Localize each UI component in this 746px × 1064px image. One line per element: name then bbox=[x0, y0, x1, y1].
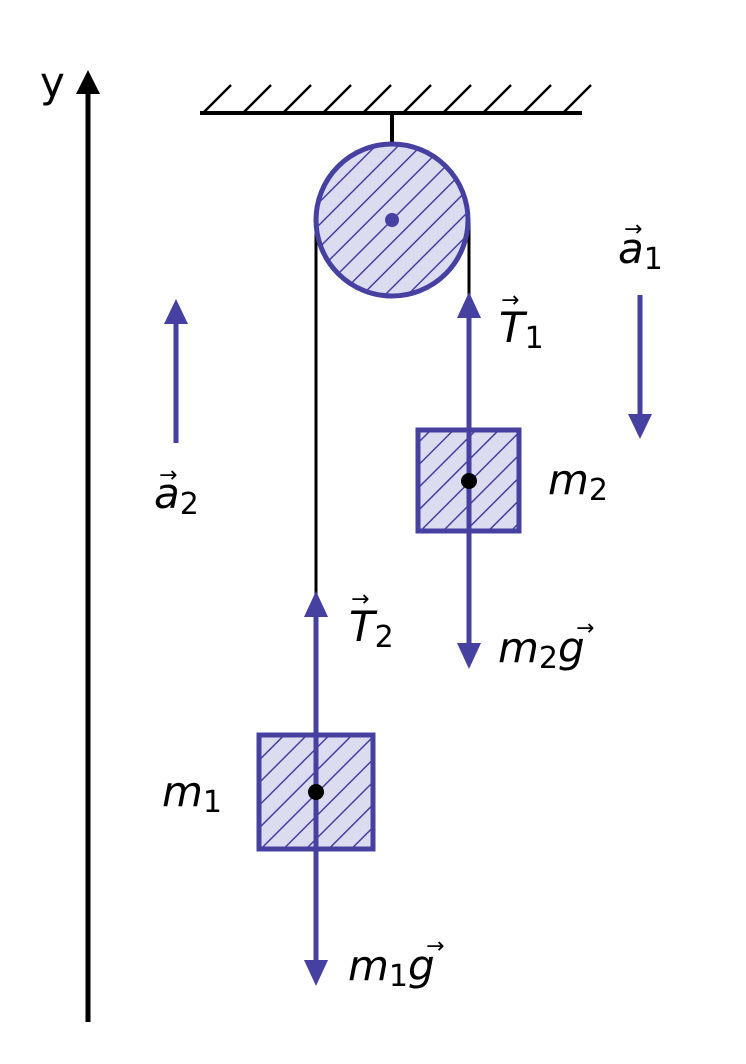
svg-text:T1: T1 bbox=[499, 303, 544, 356]
svg-text:a1: a1 bbox=[618, 224, 663, 277]
mass-1-center-dot bbox=[308, 784, 324, 800]
svg-text:m1: m1 bbox=[162, 767, 222, 820]
tension-1-arrow bbox=[457, 292, 481, 481]
label-m1g: → m1g bbox=[348, 934, 444, 994]
svg-text:→: → bbox=[426, 934, 444, 959]
label-a2: → a2 bbox=[154, 463, 199, 522]
label-t1: → T1 bbox=[499, 288, 544, 356]
svg-text:→: → bbox=[501, 288, 519, 313]
svg-text:→: → bbox=[159, 463, 177, 488]
weight-2-arrow bbox=[457, 481, 481, 669]
svg-text:m1g: m1g bbox=[348, 941, 435, 994]
label-a1: → a1 bbox=[618, 217, 663, 277]
acceleration-2-arrow bbox=[164, 299, 188, 443]
label-m2g: → m2g bbox=[498, 616, 594, 676]
svg-text:→: → bbox=[351, 587, 369, 612]
tension-2-arrow bbox=[304, 591, 328, 792]
label-m2: m2 bbox=[548, 455, 608, 508]
svg-text:T2: T2 bbox=[349, 602, 394, 655]
svg-text:→: → bbox=[624, 217, 642, 242]
label-m1: m1 bbox=[162, 767, 222, 820]
mass-2-center-dot bbox=[461, 473, 477, 489]
label-t2: → T2 bbox=[349, 587, 394, 655]
svg-text:→: → bbox=[576, 616, 594, 641]
weight-1-arrow bbox=[304, 792, 328, 986]
acceleration-1-arrow bbox=[628, 295, 652, 439]
ceiling bbox=[200, 84, 592, 115]
y-axis-label: y bbox=[40, 58, 65, 107]
svg-text:a2: a2 bbox=[154, 469, 199, 522]
svg-text:m2g: m2g bbox=[498, 623, 585, 676]
svg-text:m2: m2 bbox=[548, 455, 608, 508]
y-axis bbox=[76, 70, 100, 1022]
pulley bbox=[313, 141, 471, 299]
